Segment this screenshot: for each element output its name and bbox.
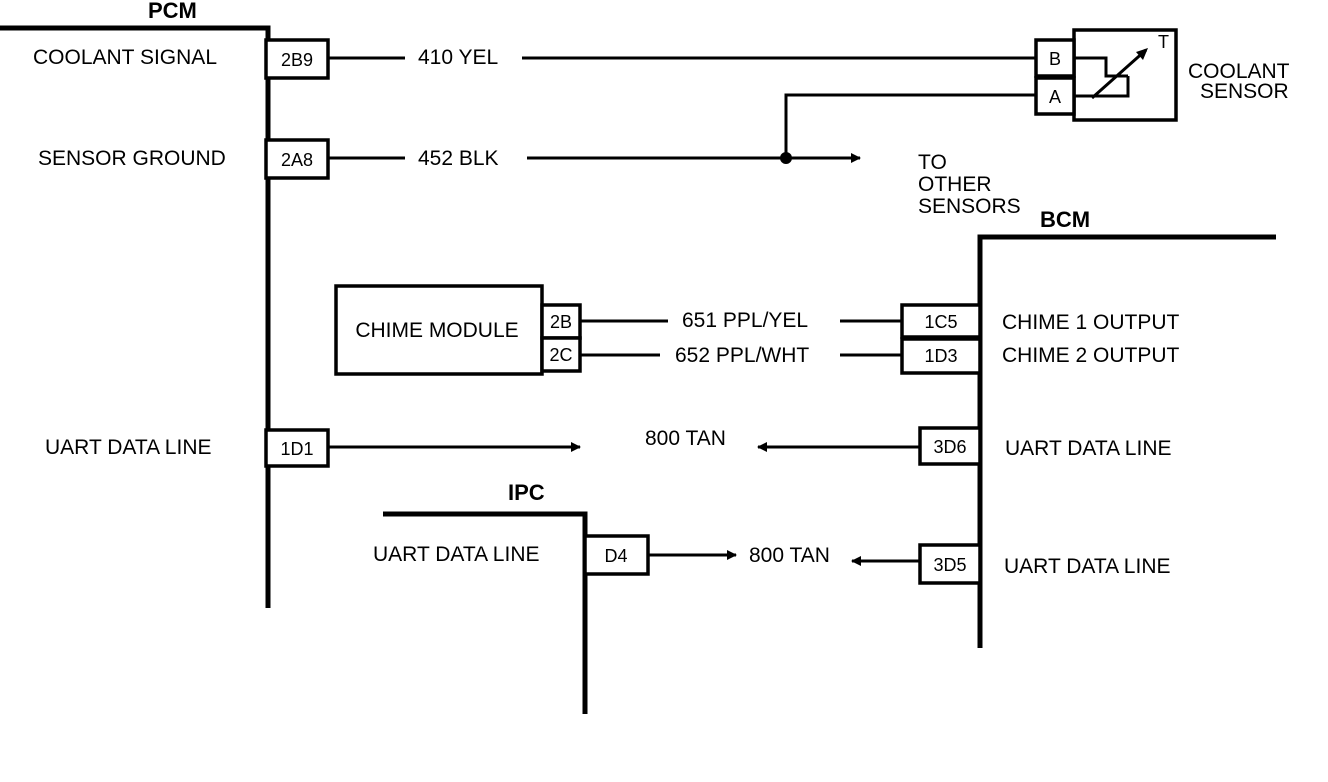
pcm-uart-data-line-label: UART DATA LINE [45, 436, 212, 459]
ipc-module: IPC UART DATA LINE D4 [373, 480, 650, 714]
bcm-pin-1c5-label: 1C5 [924, 312, 957, 332]
chime-circuits: 651 PPL/YEL 652 PPL/WHT [580, 309, 902, 367]
thermistor-arrow-head [1136, 48, 1148, 60]
to-other-sensors-line2: OTHER [918, 173, 992, 196]
bcm-module: BCM 1C5 CHIME 1 OUTPUT 1D3 CHIME 2 OUTPU… [900, 207, 1276, 648]
thermistor-arrow-line [1091, 48, 1147, 100]
ipc-pin-d4-label: D4 [604, 546, 627, 566]
wire-651-label: 651 PPL/YEL [682, 309, 808, 332]
ipc-uart-data-line-label: UART DATA LINE [373, 543, 540, 566]
pcm-pin-2a8-label: 2A8 [281, 150, 313, 170]
sensor-pin-b-label: B [1049, 49, 1061, 69]
ipc-bus-line [383, 511, 588, 714]
chime-module-label: CHIME MODULE [355, 319, 518, 342]
pcm-pin-2b9-label: 2B9 [281, 50, 313, 70]
coolant-sensor-label-line1: COOLANT [1188, 60, 1290, 83]
wire-800-bcm-label: 800 TAN [645, 427, 726, 450]
bcm-uart-data-line-1-label: UART DATA LINE [1005, 437, 1172, 460]
pcm-pin-2b9-box [264, 38, 330, 80]
coolant-sensor: B A T COOLANT SENSOR [1034, 28, 1290, 122]
sensor-pin-a-label: A [1049, 87, 1061, 107]
pcm-title: PCM [148, 0, 197, 23]
coolant-circuits: 410 YEL 452 BLK TO OTHER SENSORS [328, 46, 1036, 218]
bcm-uart-data-line-2-label: UART DATA LINE [1004, 555, 1171, 578]
chime-module: CHIME MODULE 2B 2C [334, 284, 582, 376]
chime-pin-2c-label: 2C [549, 345, 572, 365]
bcm-chime1-output-label: CHIME 1 OUTPUT [1002, 311, 1180, 334]
ipc-title: IPC [508, 480, 545, 505]
pcm-coolant-signal-label: COOLANT SIGNAL [33, 46, 217, 69]
bcm-bus-line [977, 234, 1276, 648]
uart-800-bcm-circuit: 800 TAN [328, 427, 920, 452]
pcm-bus-line [0, 25, 271, 608]
bcm-pin-1d3-box [900, 337, 982, 375]
chime-pin-2b-label: 2B [550, 312, 572, 332]
wire-452-label: 452 BLK [418, 147, 499, 170]
pcm-pin-1d1-label: 1D1 [280, 439, 313, 459]
pcm-pin-2a8-box [264, 138, 330, 180]
bcm-pin-1d3-label: 1D3 [924, 346, 957, 366]
to-other-sensors-line1: TO [918, 151, 947, 174]
bcm-title: BCM [1040, 207, 1090, 232]
wire-652-label: 652 PPL/WHT [675, 344, 809, 367]
bcm-pin-3d6-label: 3D6 [933, 437, 966, 457]
coolant-sensor-label-line2: SENSOR [1200, 80, 1289, 103]
wire-410-label: 410 YEL [418, 46, 498, 69]
uart-800-ipc-circuit: 800 TAN [648, 544, 920, 567]
to-other-sensors-line3: SENSORS [918, 195, 1021, 218]
bcm-pin-3d5-box [918, 543, 982, 585]
pcm-pin-1d1-box [264, 428, 330, 468]
sensor-pin-a-box [1034, 76, 1076, 116]
pcm-sensor-ground-label: SENSOR GROUND [38, 147, 226, 170]
wire-800-ipc-label: 800 TAN [749, 544, 830, 567]
bcm-pin-3d5-label: 3D5 [933, 555, 966, 575]
wire-452-to-sensor-a [784, 93, 1036, 158]
bcm-chime2-output-label: CHIME 2 OUTPUT [1002, 344, 1180, 367]
pcm-module: PCM COOLANT SIGNAL 2B9 SENSOR GROUND 2A8… [0, 0, 330, 608]
bcm-pin-3d6-box [918, 426, 982, 466]
bcm-pin-1c5-box [900, 303, 982, 339]
sensor-t-label: T [1158, 32, 1169, 52]
